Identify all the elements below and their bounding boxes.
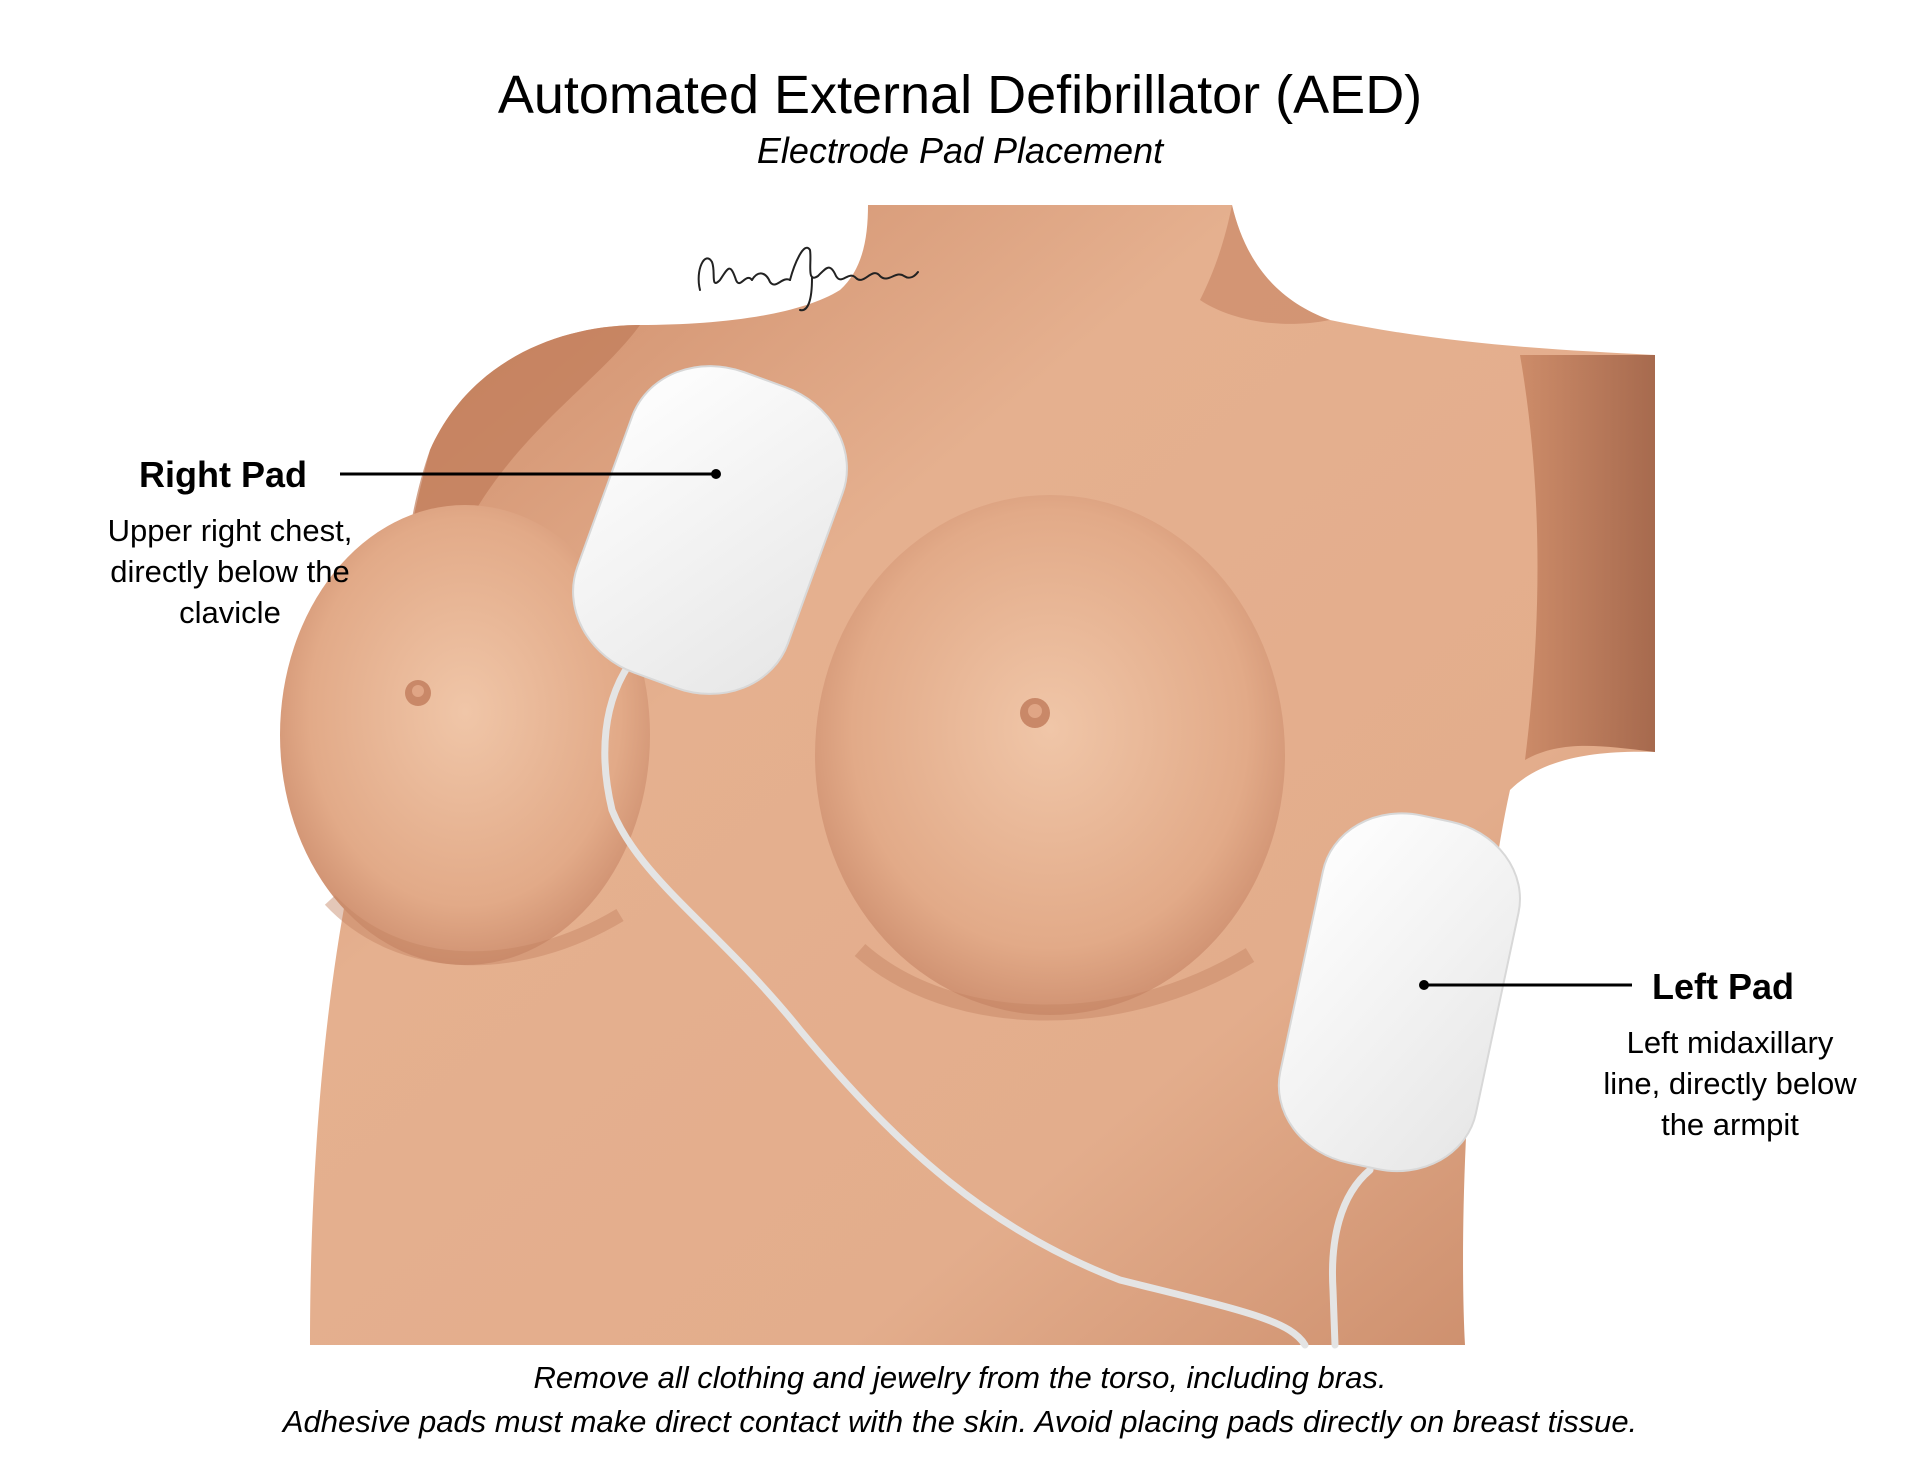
left-pad-description-line: Left midaxillary [1626, 1025, 1834, 1060]
right-pad-cable [601, 651, 1309, 1349]
left-pad-description: Left midaxillary line, directly below th… [1580, 1022, 1880, 1145]
footer-note: Remove all clothing and jewelry from the… [0, 1356, 1920, 1444]
footer-line: Adhesive pads must make direct contact w… [282, 1404, 1638, 1439]
page-subtitle: Electrode Pad Placement [756, 130, 1164, 171]
nipple-left-side-center [1028, 704, 1042, 718]
right-pad [572, 365, 848, 695]
raised-arm [1520, 355, 1655, 760]
left-pad-description-line: line, directly below [1603, 1066, 1857, 1101]
footer-line: Remove all clothing and jewelry from the… [533, 1360, 1387, 1395]
left-pad-cable [1329, 1166, 1374, 1349]
left-pad-description-line: the armpit [1661, 1107, 1799, 1142]
right-pad-description-line: directly below the [110, 554, 350, 589]
nipple-right-side-center [412, 685, 424, 697]
breast-crease-right [324, 895, 624, 966]
neck-shadow [1200, 205, 1330, 324]
page-title: Automated External Defibrillator (AED) [497, 65, 1423, 125]
left-pad [1277, 812, 1521, 1173]
left-pad-heading: Left Pad [1652, 966, 1795, 1007]
right-pad-description-line: Upper right chest, [107, 513, 353, 548]
breast-crease-left [854, 944, 1255, 1021]
left-pad-leader-dot [1419, 980, 1429, 990]
right-pad-description: Upper right chest, directly below the cl… [80, 510, 380, 633]
right-pad-leader-dot [711, 469, 721, 479]
left-shoulder [398, 325, 640, 720]
artist-signature [697, 246, 919, 312]
right-pad-heading: Right Pad [139, 454, 307, 495]
breast-left-side [815, 495, 1285, 1015]
breast-right-side [280, 505, 650, 965]
right-pad-description-line: clavicle [179, 595, 281, 630]
